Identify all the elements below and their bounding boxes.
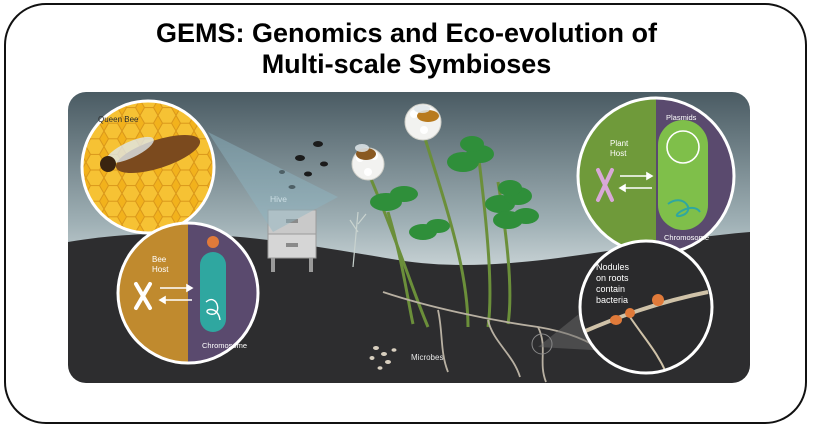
- root-focus-circle: [531, 333, 553, 355]
- bee-host-callout: Bee Host Chromosome: [116, 221, 260, 365]
- plasmid-ring-icon: [666, 130, 700, 164]
- chromosome-icon: [134, 282, 152, 310]
- flying-insects-icon: [279, 141, 328, 189]
- hive-label: Hive: [270, 194, 287, 204]
- nodules-label-line-2: on roots: [596, 273, 629, 283]
- plant-host-label-line-1: Plant: [610, 139, 629, 148]
- nodules-label-line-4: bacteria: [596, 295, 628, 305]
- nodules-label-line-3: contain: [596, 284, 625, 294]
- plant-chromosome-label: Chromosome: [664, 233, 709, 242]
- bee-chromosome-label: Chromosome: [202, 341, 247, 350]
- queen-bee-callout: Queen Bee: [80, 99, 216, 235]
- hive-box-icon: [267, 209, 317, 272]
- chromosome-icon: [596, 168, 614, 202]
- hive-callout-beam: [208, 132, 338, 232]
- illustration-panel: Hive: [68, 92, 750, 383]
- title-line-1: GEMS: Genomics and Eco-evolution of: [155, 18, 658, 48]
- plasmids-label: Plasmids: [666, 113, 697, 122]
- flagellum-icon: [207, 236, 219, 248]
- bacterium-icon: [200, 252, 226, 332]
- exchange-arrows: [618, 171, 654, 193]
- symbiosis-illustration: Hive: [68, 92, 750, 383]
- queen-bee-icon: [115, 134, 201, 174]
- bacterium-icon: [658, 120, 708, 230]
- title-line-2: Multi-scale Symbioses: [261, 49, 552, 79]
- exchange-arrows: [158, 283, 194, 305]
- bee-icon: [414, 105, 439, 122]
- plant-host-label-line-2: Host: [610, 149, 627, 158]
- bee-host-label-line-1: Bee: [152, 255, 167, 264]
- root-nodules-callout: Nodules on roots contain bacteria: [578, 239, 714, 375]
- page-title: GEMS: Genomics and Eco-evolution of Mult…: [0, 18, 813, 80]
- bee-icon: [355, 144, 376, 160]
- queen-bee-label: Queen Bee: [98, 115, 139, 124]
- plant-host-callout: Plant Host Plasmids Chromosome: [576, 96, 736, 256]
- root-nodule-icon: [610, 294, 664, 325]
- microbes-icon: [369, 346, 397, 370]
- clover-plant-icon: [351, 103, 539, 328]
- bee-host-label-line-2: Host: [152, 265, 169, 274]
- nodules-label-line-1: Nodules: [596, 262, 630, 272]
- microbes-label: Microbes: [411, 353, 443, 362]
